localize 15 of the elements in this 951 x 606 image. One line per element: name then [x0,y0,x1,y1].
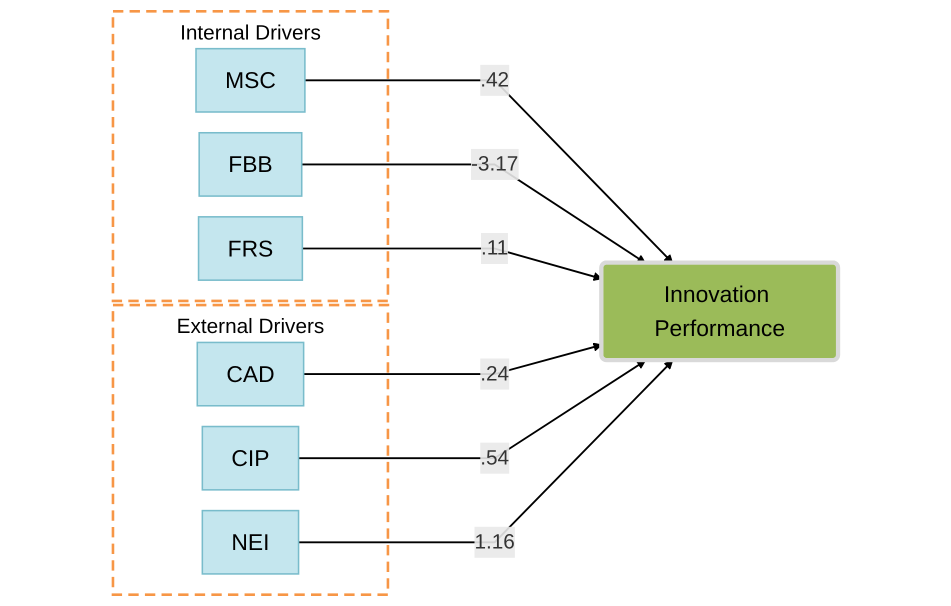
arrow [304,79,674,264]
arrow [298,360,674,544]
edge-label: 1.16 [474,530,515,554]
node-box: NEI [202,510,300,575]
node-box: FBB [198,132,302,197]
node-box: CIP [202,426,300,491]
edge-label: -3.17 [470,153,518,176]
node-box: FRS [198,216,304,281]
arrow [298,360,646,460]
edge-label: .54 [480,446,510,470]
node-box: CAD [196,342,304,407]
edge-label: .24 [480,362,510,386]
edge-label: .11 [480,237,508,260]
node-box: MSC [195,48,306,113]
edge-label: .42 [480,68,510,92]
